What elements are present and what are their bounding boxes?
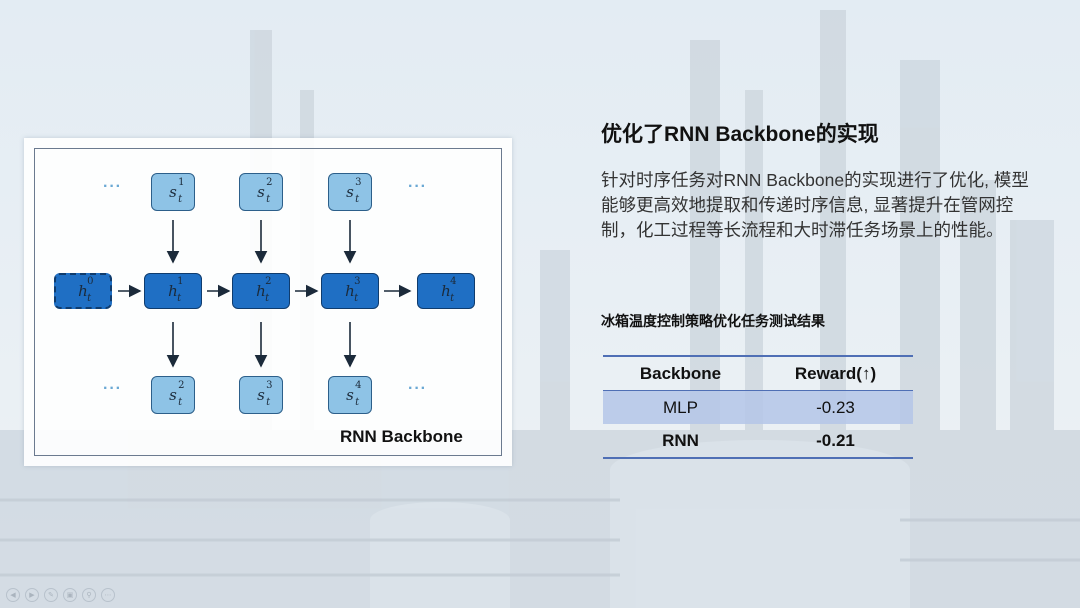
zoom-icon[interactable]: ⚲ xyxy=(82,588,96,602)
diagram-frame xyxy=(34,148,502,456)
diagram-label: RNN Backbone xyxy=(340,427,463,446)
slide-nav-controls: ◀ ▶ ✎ ▣ ⚲ ⋯ xyxy=(6,588,115,602)
cell-backbone: MLP xyxy=(663,397,698,417)
cell-backbone: RNN xyxy=(662,430,699,450)
pen-icon[interactable]: ✎ xyxy=(44,588,58,602)
prev-slide-icon[interactable]: ◀ xyxy=(6,588,20,602)
slide-title: 优化了RNN Backbone的实现 xyxy=(601,123,879,146)
ellipsis-bottom-left: ··· xyxy=(103,380,122,397)
ellipsis-bottom-right: ··· xyxy=(408,380,427,397)
results-table: Backbone Reward(↑) MLP -0.23 RNN -0.21 xyxy=(603,355,913,459)
slide-description: 针对时序任务对RNN Backbone的实现进行了优化, 模型能够更高效地提取和… xyxy=(601,170,1029,240)
table-row: MLP -0.23 xyxy=(603,390,913,424)
cell-reward: -0.21 xyxy=(816,430,855,450)
next-slide-icon[interactable]: ▶ xyxy=(25,588,39,602)
cell-reward: -0.23 xyxy=(816,397,855,417)
more-icon[interactable]: ⋯ xyxy=(101,588,115,602)
view-icon[interactable]: ▣ xyxy=(63,588,77,602)
table-header-row: Backbone Reward(↑) xyxy=(603,356,913,391)
header-backbone: Backbone xyxy=(603,356,758,391)
table-caption: 冰箱温度控制策略优化任务测试结果 xyxy=(601,313,825,329)
ellipsis-top-right: ··· xyxy=(408,178,427,195)
ellipsis-top-left: ··· xyxy=(103,178,122,195)
table-row: RNN -0.21 xyxy=(603,424,913,458)
header-reward: Reward(↑) xyxy=(758,356,913,391)
